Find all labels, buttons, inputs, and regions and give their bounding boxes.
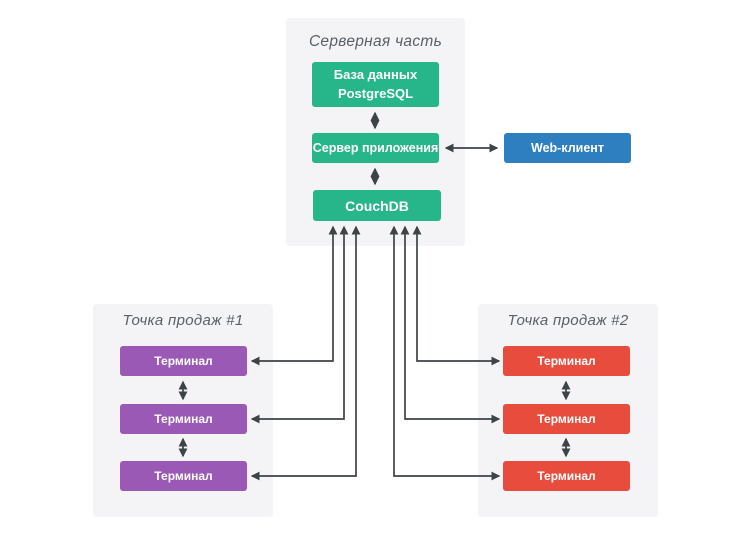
pos1-section-title: Точка продаж #1 [122, 312, 244, 329]
postgres-label-line2: PostgreSQL [337, 85, 414, 101]
postgres-database-node: База данных PostgreSQL [312, 62, 439, 107]
pos2-terminal-2: Терминал [503, 404, 630, 434]
pos2-terminal-1: Терминал [503, 346, 630, 376]
pos2-terminal-3: Терминал [503, 461, 630, 491]
couchdb-node: CouchDB [313, 190, 441, 221]
postgres-label-line1: База данных [333, 66, 418, 82]
app-server-node: Сервер приложения [312, 133, 439, 163]
pos1-terminal-1: Терминал [120, 346, 247, 376]
pos1-terminal-2: Терминал [120, 404, 247, 434]
pos1-terminal-3: Терминал [120, 461, 247, 491]
server-section-title: Серверная часть [308, 33, 443, 50]
pos2-section-title: Точка продаж #2 [507, 312, 629, 329]
web-client-node: Web-клиент [504, 133, 631, 163]
